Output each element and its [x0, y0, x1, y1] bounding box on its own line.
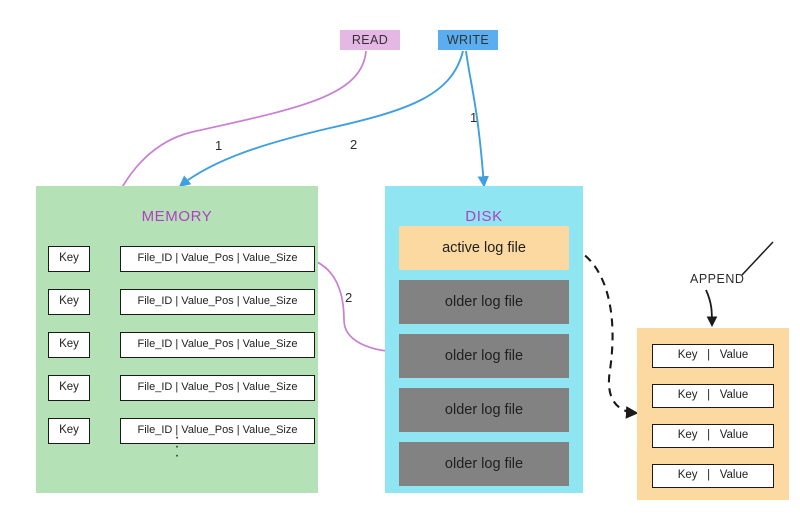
- write-step-1-label: 1: [470, 110, 478, 125]
- ellipsis-dot: ·: [174, 429, 180, 446]
- active-log-file-box[interactable]: active log file: [399, 226, 569, 270]
- append-records-panel: Key | Value Key | Value Key | Value Key …: [637, 328, 789, 500]
- read-operation-button[interactable]: READ: [340, 30, 400, 50]
- older-log-file-box[interactable]: older log file: [399, 280, 569, 324]
- read-step-1-label: 1: [215, 138, 223, 153]
- append-label: APPEND: [690, 272, 745, 286]
- older-log-file-box[interactable]: older log file: [399, 334, 569, 378]
- memory-key-cell: Key: [48, 246, 90, 272]
- log-record-row: Key | Value: [652, 384, 774, 408]
- ellipsis-dot: ·: [174, 438, 180, 455]
- memory-key-cell: Key: [48, 418, 90, 444]
- memory-title: MEMORY: [141, 208, 213, 225]
- memory-value-cell: File_ID | Value_Pos | Value_Size: [120, 375, 315, 401]
- disk-title: DISK: [465, 208, 503, 225]
- memory-key-cell: Key: [48, 375, 90, 401]
- read-step-2-label: 2: [345, 290, 353, 305]
- log-record-row: Key | Value: [652, 424, 774, 448]
- memory-value-cell: File_ID | Value_Pos | Value_Size: [120, 332, 315, 358]
- write-step2-arrow: [178, 50, 464, 187]
- memory-value-cell: File_ID | Value_Pos | Value_Size: [120, 246, 315, 272]
- disk-panel: DISK active log file older log file olde…: [385, 186, 583, 493]
- append-label-arrow: [705, 289, 718, 328]
- write-operation-button[interactable]: WRITE: [438, 30, 498, 50]
- ellipsis-dot: ·: [174, 447, 180, 464]
- append-tick-line: [741, 241, 774, 276]
- log-record-row: Key | Value: [652, 464, 774, 488]
- memory-panel: MEMORY Key File_ID | Value_Pos | Value_S…: [36, 186, 318, 493]
- memory-key-cell: Key: [48, 332, 90, 358]
- memory-overflow-ellipsis: · · ·: [36, 429, 318, 464]
- log-record-row: Key | Value: [652, 344, 774, 368]
- memory-value-cell: File_ID | Value_Pos | Value_Size: [120, 289, 315, 315]
- memory-value-cell: File_ID | Value_Pos | Value_Size: [120, 418, 315, 444]
- older-log-file-box[interactable]: older log file: [399, 388, 569, 432]
- older-log-file-box[interactable]: older log file: [399, 442, 569, 486]
- write-step-2-label: 2: [350, 137, 358, 152]
- memory-key-cell: Key: [48, 289, 90, 315]
